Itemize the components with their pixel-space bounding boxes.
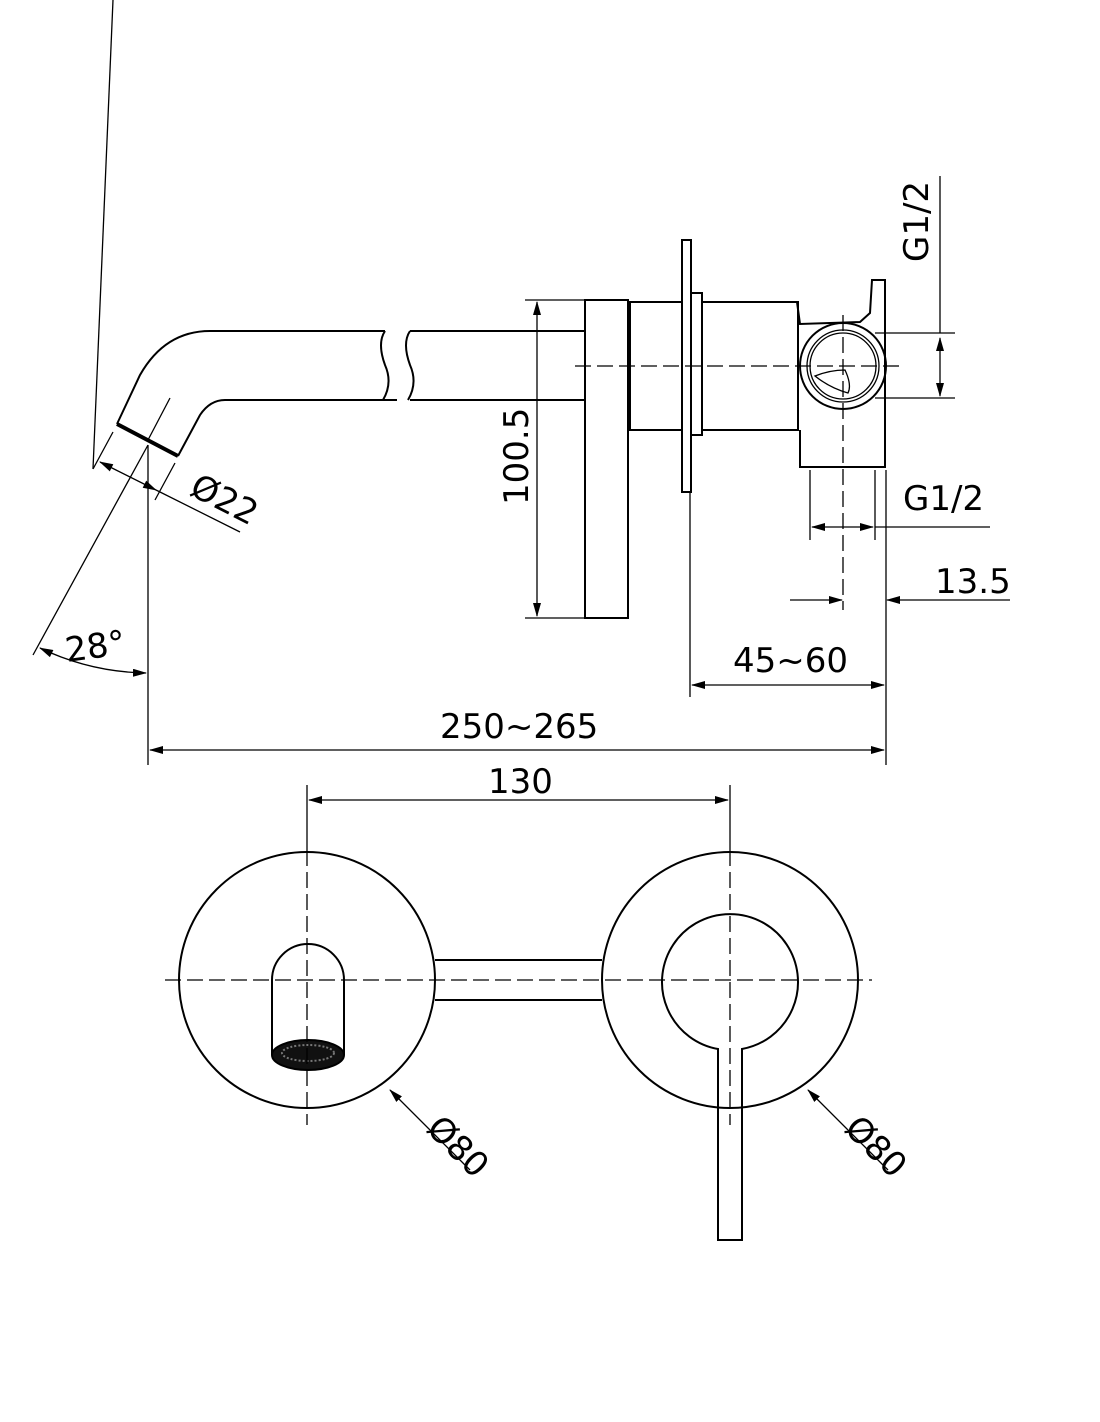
centre-lines: [575, 315, 900, 610]
dim-total-projection: 250~265: [149, 707, 885, 754]
mixer-plate-front: [601, 851, 859, 1241]
dim-label: Ø80: [419, 1108, 497, 1186]
connector-bar: [435, 959, 602, 1001]
dim-inlet-thread-bottom: G1/2: [809, 470, 990, 540]
aerator: [271, 1039, 345, 1071]
dim-label: G1/2: [897, 181, 937, 262]
dim-label: 250~265: [440, 707, 598, 747]
dim-offset: 13.5: [790, 562, 1011, 604]
dim-label: 100.5: [497, 408, 537, 505]
dim-label: Ø80: [837, 1108, 915, 1186]
dim-wall-depth: 45~60: [691, 641, 885, 689]
dim-height: 100.5: [497, 299, 585, 619]
break-mark: [405, 330, 415, 401]
spout-side: [116, 330, 585, 458]
dim-label: 130: [488, 762, 553, 802]
aerator-outlet: [116, 422, 179, 458]
escutcheon-side: [584, 299, 629, 619]
front-centre-lines: [165, 850, 872, 1125]
dim-label: 13.5: [935, 562, 1011, 602]
break-mark: [380, 330, 390, 401]
dim-left-plate-diameter: Ø80: [389, 1089, 497, 1186]
dim-centre-distance: 130: [306, 762, 731, 850]
dim-spout-angle: 28°: [32, 444, 149, 677]
dim-right-plate-diameter: Ø80: [807, 1089, 915, 1186]
dim-label: 28°: [63, 623, 128, 671]
dim-inlet-thread-top: G1/2: [875, 176, 955, 399]
dim-label: 45~60: [733, 641, 848, 681]
cartridge-detail: [813, 369, 851, 394]
lever-handle: [661, 913, 799, 1241]
dim-label: G1/2: [903, 479, 984, 519]
